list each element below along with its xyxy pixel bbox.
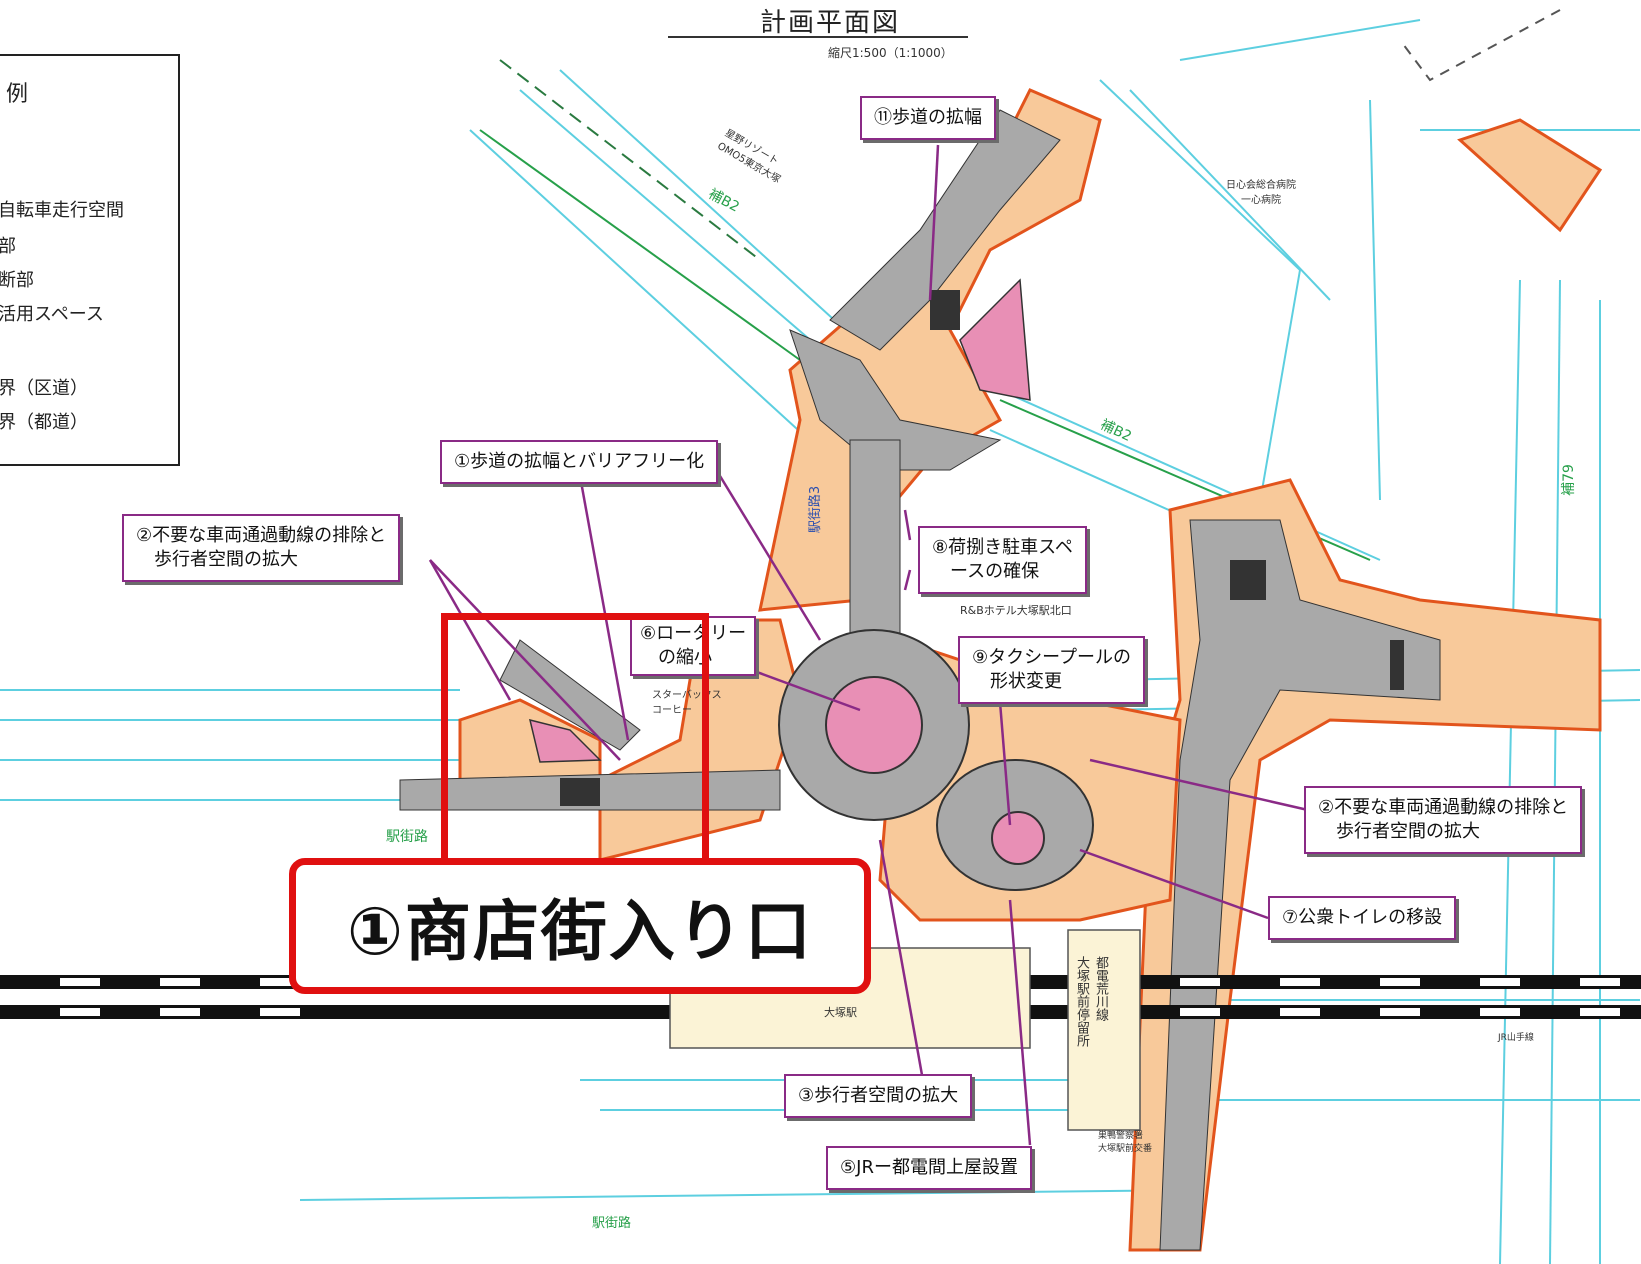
callout-11-sidewalk-widening: ⑪歩道の拡幅 [860, 96, 996, 140]
leader-lines [428, 144, 1309, 1146]
map-label-rb-hotel: R&Bホテル大塚駅北口 [960, 604, 1072, 617]
title-underline [668, 36, 968, 38]
legend-row: 自転車走行空間 [0, 200, 124, 221]
callout-9-taxi-pool: ⑨タクシープールの 形状変更 [958, 636, 1146, 704]
map-label-ekigairo-bottom: 駅街路 [592, 1216, 632, 1231]
page-title: 計画平面図 [760, 8, 901, 38]
map-label-hospital: 日心会総合病院 一心病院 [1226, 180, 1296, 206]
callout-2-right-pedestrian-space: ②不要な車両通過動線の排除と 歩行者空間の拡大 [1304, 786, 1583, 854]
map-label-ekigairo: 駅街路 [386, 829, 428, 845]
legend-row: 活用スペース [0, 304, 104, 325]
legend-row: 界（区道） [0, 378, 88, 399]
callout-1-sidewalk-barrier-free: ①歩道の拡幅とバリアフリー化 [440, 440, 719, 484]
callout-3-pedestrian-space: ③歩行者空間の拡大 [784, 1074, 973, 1118]
callout-2-left-pedestrian-space: ②不要な車両通過動線の排除と 歩行者空間の拡大 [122, 514, 401, 582]
highlight-label-box: ①商店街入り口 [289, 858, 871, 994]
legend-heading: 例 [6, 82, 29, 107]
callout-7-toilet-relocation: ⑦公衆トイレの移設 [1268, 896, 1457, 940]
legend-row: 部 [0, 236, 16, 257]
legend-row: 断部 [0, 270, 34, 291]
map-label-jr-line: JR山手線 [1498, 1033, 1534, 1043]
map-label-route3: 駅街路3 [808, 485, 824, 534]
callout-5-canopy: ⑤JRー都電間上屋設置 [826, 1146, 1032, 1190]
road-areas [399, 109, 1441, 1251]
callout-6-rotary-reduction: ⑥ロータリー の縮小 [630, 616, 757, 676]
toden-stop [1067, 929, 1141, 1131]
map-label-toden: 都電荒川線 大塚駅前停留所 [1074, 956, 1108, 1047]
highlight-label: ①商店街入り口 [347, 893, 813, 970]
taxi-pool-island [991, 811, 1045, 865]
legend-box: 例 自転車走行空間 部 断部 活用スペース 界（区道） 界（都道） [0, 54, 180, 466]
map-label-otsuka-station: 大塚駅 [824, 1006, 857, 1019]
map-label-starbucks: スターバックス コーヒー [652, 690, 722, 716]
green-boundary-line [479, 129, 801, 361]
scale-label: 縮尺1:500（1:1000） [828, 46, 953, 60]
dashed-boundary [499, 59, 761, 261]
rotary-island [825, 676, 923, 774]
legend-row: 界（都道） [0, 412, 88, 433]
map-label-police: 巣鴨警察署 大塚駅前交番 [1098, 1131, 1153, 1154]
dashed-boundary-2 [1399, 9, 1561, 82]
callout-8-loading-parking: ⑧荷捌き駐車スペ ースの確保 [918, 526, 1087, 594]
pink-plaza-top [959, 278, 1031, 401]
pink-plaza-left [528, 718, 602, 763]
highlight-frame [441, 613, 709, 871]
crosswalks [560, 290, 1404, 806]
map-label-route79: 補79 [1560, 464, 1577, 496]
